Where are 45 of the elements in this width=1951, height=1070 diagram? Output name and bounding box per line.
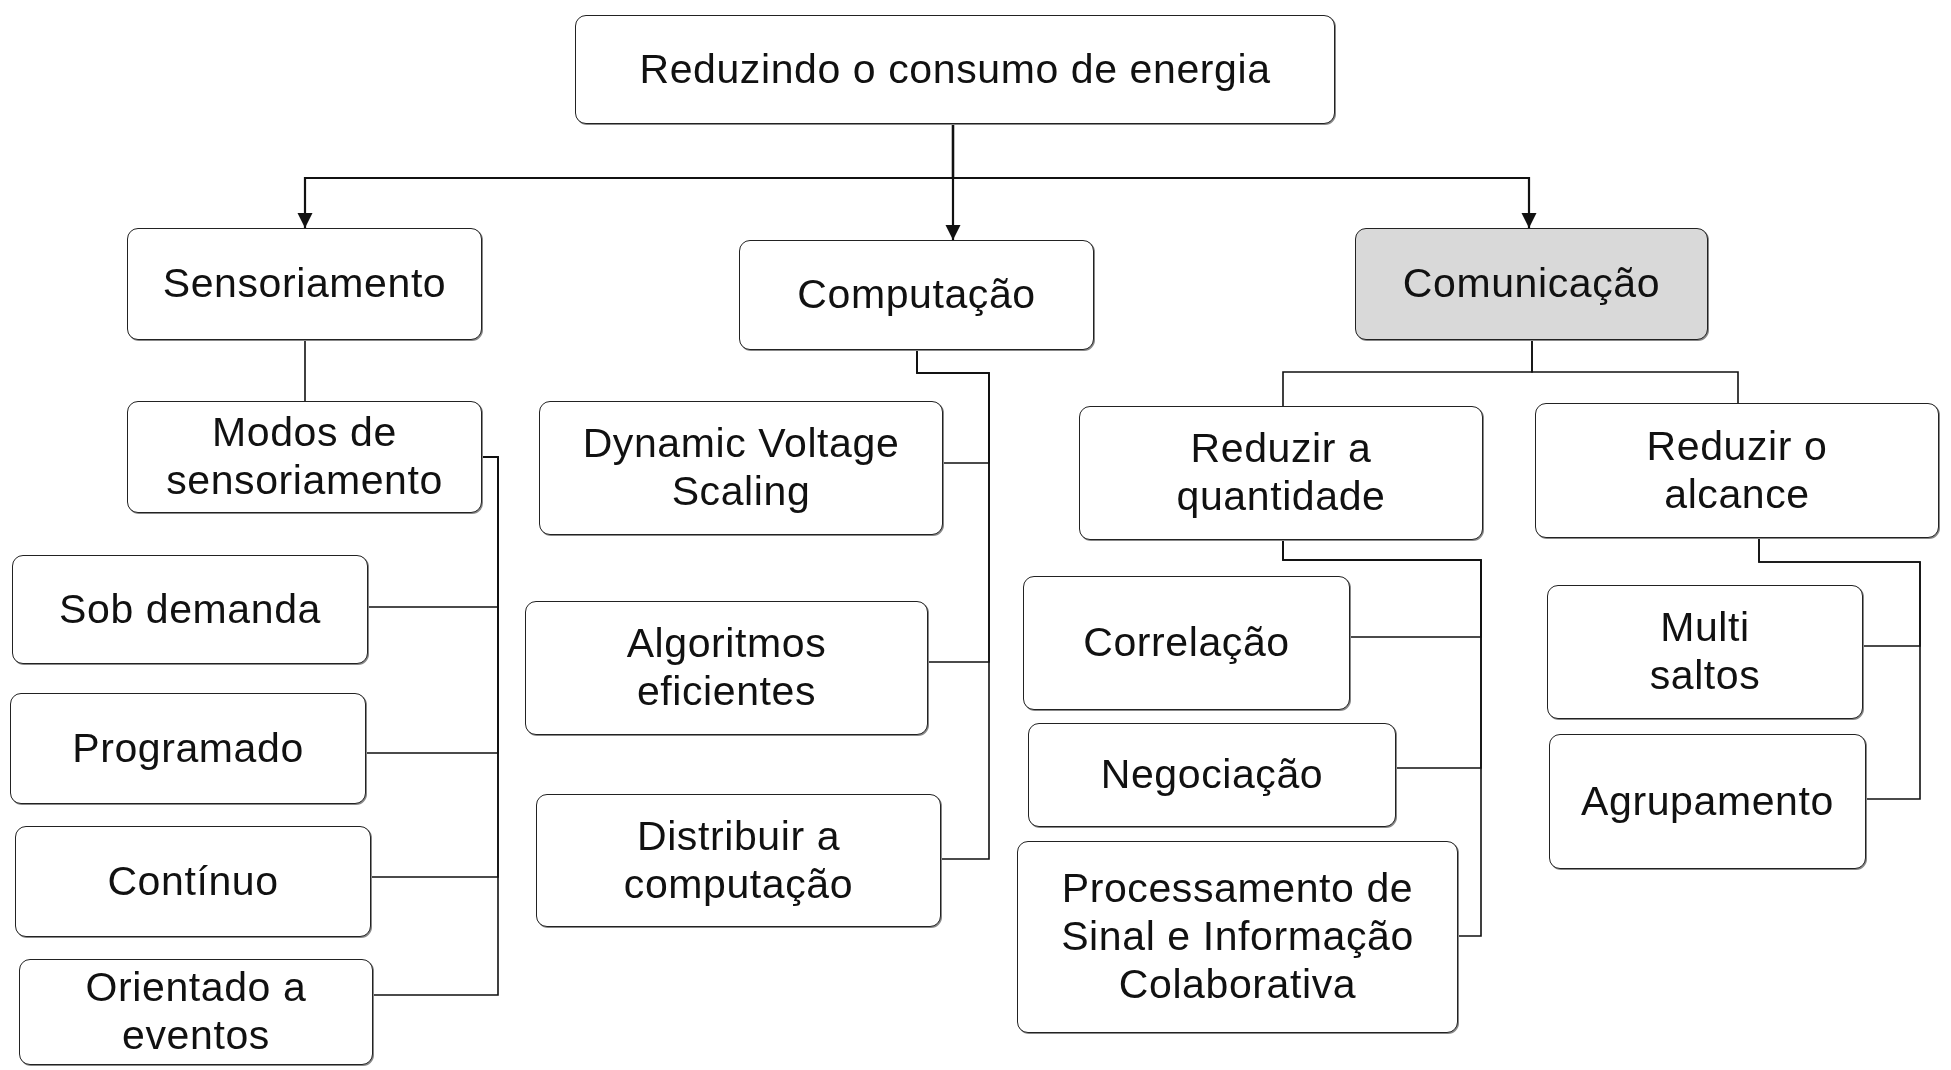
category-box	[1017, 841, 1458, 1033]
category-box	[19, 959, 373, 1065]
category-box	[1549, 734, 1866, 869]
category-box	[1079, 406, 1483, 540]
node-label: Reduzindo o consumo de energia	[639, 45, 1271, 94]
node-label: Negociação	[1100, 751, 1324, 799]
connector-line	[304, 339, 306, 402]
connector-line	[372, 456, 499, 996]
category-box	[1535, 403, 1939, 538]
node-label: Correlação	[1083, 619, 1290, 667]
node-label: Contínuo	[107, 857, 279, 906]
node-label: Processamento de Sinal e Informação Colaborativa	[1060, 865, 1415, 1009]
node-label: Orientado a eventos	[84, 964, 308, 1060]
category-box	[539, 401, 943, 535]
node-label: Comunicação	[1402, 260, 1661, 308]
node-label: Algoritmos eficientes	[625, 620, 828, 716]
node-label: Reduzir o alcance	[1645, 422, 1829, 519]
connector-line	[916, 349, 990, 860]
category-box	[12, 555, 368, 664]
node-label: Sensoriamento	[162, 260, 447, 308]
node-label: Reduzir a quantidade	[1175, 425, 1387, 521]
category-box	[536, 794, 941, 927]
node-label: Sob demanda	[59, 585, 321, 634]
category-box	[127, 228, 482, 340]
node-label: Distribuir a computação	[622, 812, 855, 909]
category-box	[15, 826, 371, 937]
connector-line	[1758, 537, 1921, 800]
node-label: Multi saltos	[1648, 604, 1762, 700]
arrow	[951, 124, 1537, 228]
node-label: Programado	[72, 724, 304, 773]
category-box	[1547, 585, 1863, 719]
highlighted-box	[1355, 228, 1708, 340]
connector-line	[1531, 339, 1739, 404]
node-label: Agrupamento	[1581, 777, 1834, 826]
category-box	[575, 15, 1335, 124]
connector-line	[1282, 539, 1482, 937]
category-box	[525, 601, 928, 735]
node-label: Computação	[797, 271, 1036, 319]
node-label: Modos de sensoriamento	[165, 409, 444, 505]
category-box	[1028, 723, 1396, 827]
category-box	[10, 693, 366, 804]
category-box	[1023, 576, 1350, 710]
node-label: Dynamic Voltage Scaling	[581, 420, 901, 516]
category-box	[127, 401, 482, 513]
category-box	[739, 240, 1094, 350]
